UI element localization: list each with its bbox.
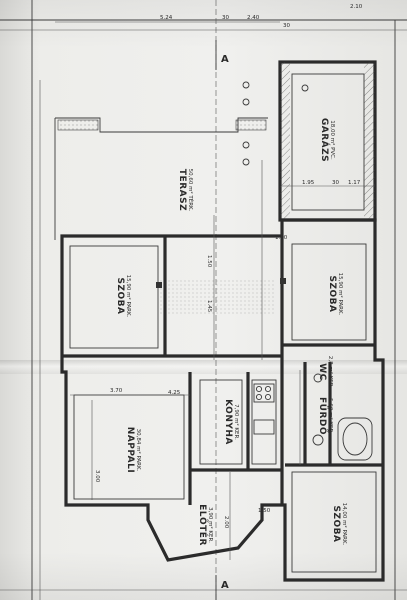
- dimension-lines: [55, 21, 375, 560]
- room-area: 18,00 m² PVC.: [329, 120, 336, 160]
- dim-label-14: 2.00: [223, 516, 229, 529]
- bathroom-fixtures: [312, 373, 373, 461]
- room-bedroom-2-label: SZOBA 15,90 m² PARK.: [327, 273, 344, 316]
- dimension-labels: 5.24 30 2.40 30 1.95 30 1.17 2.10 1.80 3…: [94, 4, 363, 529]
- room-terrace-label: TERASZ 50,60 m² TÉRK.: [177, 169, 195, 212]
- room-bedroom-1-label: SZOBA 15,90 m² PARK.: [115, 275, 132, 318]
- room-hall-label: ELŐTÉR 3,90 m² KER.: [197, 504, 214, 546]
- dim-label-5: 1.95: [302, 180, 315, 186]
- dim-label-10: 3.70: [110, 388, 123, 394]
- dim-label-13: 1.50: [206, 255, 212, 268]
- room-name: ELŐTÉR: [197, 504, 209, 546]
- dim-label-9: 1.80: [275, 235, 288, 241]
- kitchen-fixtures: [253, 383, 275, 435]
- room-name: SZOBA: [115, 278, 125, 315]
- dim-label-8: 2.10: [350, 4, 363, 10]
- room-name: KONYHA: [223, 399, 233, 445]
- room-kitchen-label: KONYHA 7,90 m² KER.: [223, 399, 240, 445]
- room-area: 14,00 m² PARK.: [341, 503, 348, 546]
- room-bathroom-label: FÜRDŐ 5,60 m² KER.: [317, 397, 334, 435]
- room-name: SZOBA: [327, 276, 337, 313]
- dim-label-1: 5.24: [160, 15, 173, 21]
- room-bedroom-3-label: SZOBA 14,00 m² PARK.: [331, 503, 348, 546]
- room-name: TERASZ: [177, 169, 187, 211]
- dim-label-3: 2.40: [247, 15, 260, 21]
- garage-markers: [156, 81, 309, 288]
- room-living-label: NAPPALI 30,84 m² PARK.: [125, 427, 142, 473]
- dim-label-6: 30: [332, 180, 339, 186]
- room-area: 3,90 m² KER.: [207, 507, 214, 543]
- section-mark-top: A: [221, 54, 229, 65]
- dim-label-7: 1.17: [348, 180, 361, 186]
- room-area: 15,90 m² PARK.: [125, 275, 132, 318]
- section-mark-bottom: A: [221, 580, 229, 591]
- dim-label-2: 30: [222, 15, 229, 21]
- room-area: 7,90 m² KER.: [233, 404, 240, 440]
- room-name: WC: [317, 363, 327, 381]
- dim-label-12: 3.00: [94, 470, 100, 483]
- room-name: GARÁZS: [319, 118, 331, 162]
- room-name: NAPPALI: [125, 427, 135, 473]
- terrace-outline: [54, 117, 275, 316]
- dim-label-16: 1.50: [258, 508, 271, 514]
- room-area: 15,90 m² PARK.: [337, 273, 344, 316]
- dim-label-15: 1.45: [206, 300, 212, 313]
- main-walls: [60, 218, 385, 582]
- room-area: 5,60 m² KER.: [327, 398, 334, 434]
- room-wc-label: WC 2,8 m² KER.: [317, 356, 334, 389]
- dim-label-4: 30: [283, 23, 290, 29]
- room-garage-label: GARÁZS 18,00 m² PVC.: [319, 118, 336, 162]
- dim-label-11: 4.25: [168, 390, 181, 396]
- room-name: SZOBA: [331, 506, 341, 543]
- room-area: 2,8 m² KER.: [327, 356, 334, 389]
- room-area: 50,60 m² TÉRK.: [187, 169, 195, 212]
- room-area: 30,84 m² PARK.: [135, 429, 142, 472]
- room-name: FÜRDŐ: [317, 397, 328, 435]
